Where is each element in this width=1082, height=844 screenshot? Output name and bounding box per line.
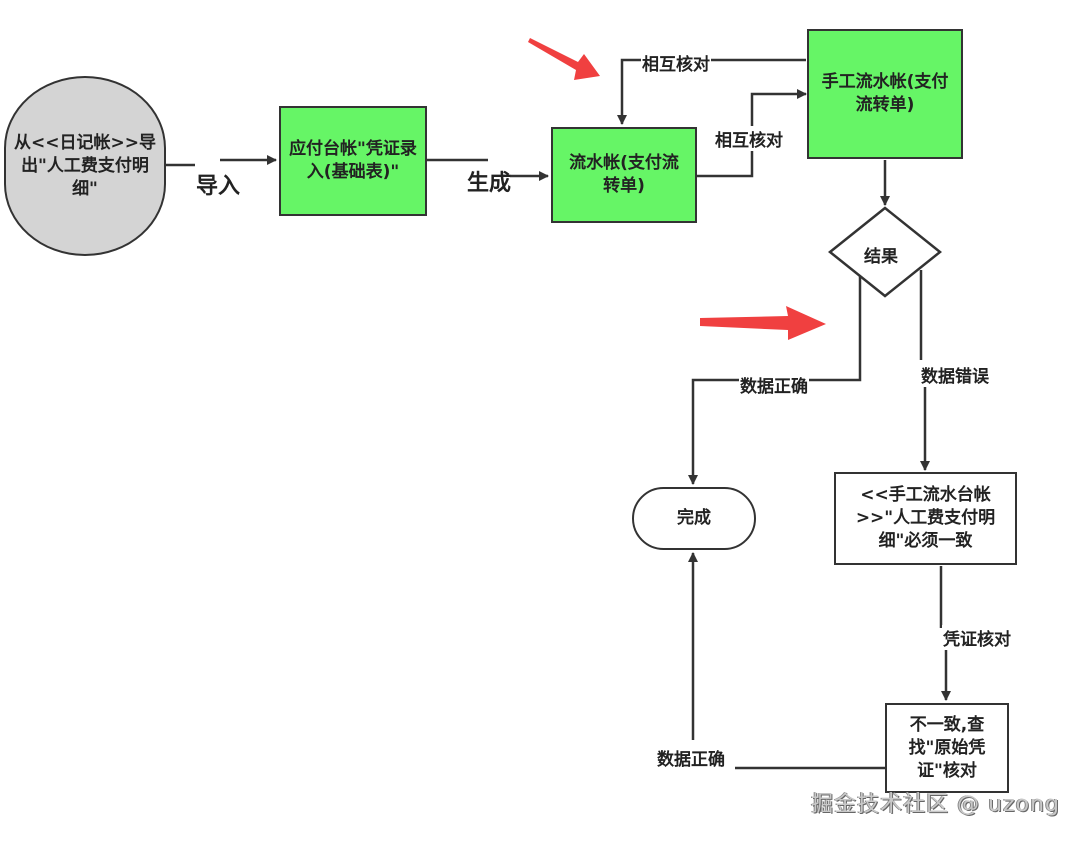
edge-label-generate: 生成	[467, 171, 512, 196]
decision-label: 结果	[864, 247, 898, 267]
edge-data-error	[921, 270, 925, 470]
payable-ledger-label: 应付台帐"凭证录入(基础表)"	[289, 139, 417, 182]
cash-ledger-node[interactable]: 流水帐(支付流转单)	[551, 127, 697, 223]
edge-label-data-correct: 数据正确	[739, 372, 809, 397]
source-node-label: 从<<日记帐>>导出"人工费支付明细"	[14, 132, 156, 199]
edge-label-cross-check-top: 相互核对	[641, 50, 711, 75]
manual-ledger-label: 手工流水帐(支付流转单)	[821, 72, 949, 115]
cash-ledger-label: 流水帐(支付流转单)	[569, 153, 679, 196]
edge-label-data-correct-bottom: 数据正确	[656, 745, 726, 770]
edge-voucher-check	[941, 566, 946, 700]
consistency-node-label: <<手工流水台帐>>"人工费支付明细"必须一致	[855, 485, 996, 551]
voucher-check-node-label: 不一致,查找"原始凭证"核对	[908, 714, 986, 781]
edge-label-import: 导入	[196, 174, 241, 199]
edge-label-voucher-check: 凭证核对	[942, 625, 1012, 650]
edge-import	[165, 160, 276, 165]
edge-data-correct-bottom	[693, 553, 885, 770]
consistency-node[interactable]: <<手工流水台帐>>"人工费支付明细"必须一致	[834, 472, 1017, 565]
voucher-check-node[interactable]: 不一致,查找"原始凭证"核对	[885, 703, 1009, 793]
payable-ledger-node[interactable]: 应付台帐"凭证录入(基础表)"	[279, 106, 427, 216]
manual-ledger-node[interactable]: 手工流水帐(支付流转单)	[807, 29, 963, 159]
edge-label-cross-check-mid: 相互核对	[714, 126, 784, 151]
source-node[interactable]: 从<<日记帐>>导出"人工费支付明细"	[4, 76, 166, 256]
decision-diamond	[827, 206, 943, 298]
edge-generate	[427, 158, 548, 176]
red-arrow-annotation-top	[528, 38, 600, 80]
red-arrow-annotation-middle	[700, 306, 826, 340]
done-node-label: 完成	[677, 508, 711, 528]
edge-label-data-error: 数据错误	[920, 362, 990, 387]
watermark: 掘金技术社区 @ uzong	[811, 792, 1060, 817]
done-node[interactable]: 完成	[632, 487, 756, 550]
edge-cross-check-top	[617, 58, 806, 125]
